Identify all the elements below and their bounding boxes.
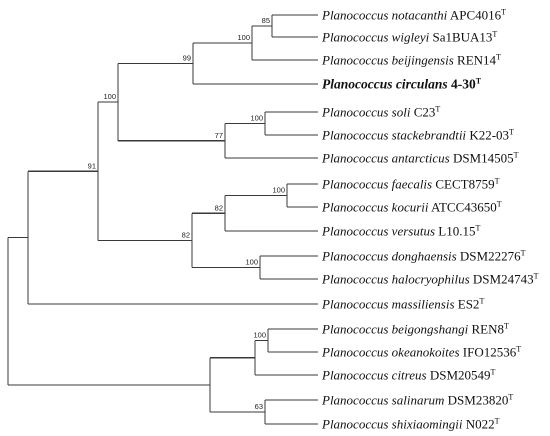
taxon-strain: DSM14505	[453, 151, 514, 166]
type-strain-mark: T	[475, 224, 480, 233]
taxon-species: Planococcus beigongshangi	[321, 322, 469, 337]
taxon-strain: APC4016	[450, 8, 502, 23]
type-strain-mark: T	[491, 368, 496, 377]
taxon-strain: Sa1BUA13	[432, 30, 492, 45]
taxon-strain: REN14	[457, 53, 497, 68]
taxon-species: Planococcus antarcticus	[321, 151, 450, 166]
support-value-n10: 82	[182, 230, 190, 239]
support-value-n8: 82	[215, 203, 223, 212]
taxon-strain: ES2	[458, 297, 480, 312]
type-strain-mark: T	[514, 151, 519, 160]
type-strain-mark: T	[476, 77, 482, 86]
taxon-species: Planococcus faecalis	[321, 177, 432, 192]
support-value-n7: 100	[272, 186, 285, 195]
taxon-strain: CECT8759	[435, 177, 494, 192]
type-strain-mark: T	[509, 128, 514, 137]
taxon-label-t7: Planococcus antarcticus DSM14505T	[321, 151, 519, 166]
support-values: 85 100 99 100 77 100 100 82 100 82 91 100 63	[88, 16, 285, 411]
taxon-label-t10: Planococcus versutus L10.15T	[321, 224, 480, 239]
type-strain-mark: T	[495, 177, 500, 186]
taxon-strain: 4-30	[451, 77, 476, 92]
taxon-strain: DSM24743	[473, 272, 534, 287]
type-strain-mark: T	[521, 249, 526, 258]
support-value-n4: 100	[250, 114, 263, 123]
taxon-strain: REN8	[471, 322, 504, 337]
taxon-species: Planococcus donghaensis	[321, 249, 457, 264]
taxon-species: Planococcus notacanthi	[321, 8, 448, 23]
type-strain-mark: T	[516, 345, 521, 354]
taxon-strain: L10.15	[438, 224, 475, 239]
taxon-strain: K22-03	[469, 128, 509, 143]
support-value-n5: 77	[215, 131, 223, 140]
support-value-n11: 91	[88, 161, 96, 170]
type-strain-mark: T	[504, 322, 509, 331]
taxon-species: Planococcus kocurii	[321, 200, 429, 215]
taxon-label-t2: Planococcus wigleyi Sa1BUA13T	[321, 30, 497, 45]
taxon-label-t11: Planococcus donghaensis DSM22276T	[321, 249, 526, 264]
taxon-label-t16: Planococcus citreus DSM20549T	[321, 368, 496, 383]
taxon-species: Planococcus circulans	[322, 77, 448, 92]
type-strain-mark: T	[508, 393, 513, 402]
taxon-label-t3: Planococcus beijingensis REN14T	[321, 53, 501, 68]
type-strain-mark: T	[497, 200, 502, 209]
type-strain-mark: T	[479, 297, 484, 306]
taxon-label-t12: Planococcus halocryophilus DSM24743T	[321, 272, 539, 287]
support-value-n9: 100	[245, 258, 258, 267]
taxon-label-t8: Planococcus faecalis CECT8759T	[321, 177, 500, 192]
taxon-strain: DSM22276	[460, 249, 521, 264]
taxon-species: Planococcus salinarum	[321, 393, 444, 408]
taxon-species: Planococcus stackebrandtii	[321, 128, 466, 143]
taxon-species: Planococcus halocryophilus	[321, 272, 470, 287]
taxon-species: Planococcus okeanokoites	[321, 345, 460, 360]
taxon-label-t14: Planococcus beigongshangi REN8T	[321, 322, 509, 337]
support-value-n2: 100	[237, 33, 250, 42]
taxon-label-t18: Planococcus shixiaomingii N022T	[321, 417, 500, 432]
taxon-label-t17: Planococcus salinarum DSM23820T	[321, 393, 513, 408]
support-value-n6: 100	[103, 92, 116, 101]
taxon-strain: ATCC43650	[431, 200, 497, 215]
taxon-species: Planococcus citreus	[321, 368, 427, 383]
taxon-species: Planococcus massiliensis	[321, 297, 455, 312]
support-value-n15: 63	[255, 402, 263, 411]
taxon-label-t9: Planococcus kocurii ATCC43650T	[321, 200, 502, 215]
taxon-species: Planococcus wigleyi	[321, 30, 430, 45]
taxon-species: Planococcus versutus	[321, 224, 435, 239]
taxon-label-t4: Planococcus circulans 4-30T	[322, 77, 482, 92]
taxon-label-t15: Planococcus okeanokoites IFO12536T	[321, 345, 521, 360]
taxon-strain: DSM23820	[448, 393, 509, 408]
type-strain-mark: T	[492, 30, 497, 39]
tree-branches	[7, 14, 318, 425]
taxon-species: Planococcus soli	[321, 105, 411, 120]
taxon-strain: C23	[414, 105, 436, 120]
taxon-species: Planococcus shixiaomingii	[321, 417, 463, 432]
support-value-n13: 100	[253, 331, 266, 340]
taxon-strain: DSM20549	[430, 368, 491, 383]
support-value-n3: 99	[183, 54, 191, 63]
taxon-strain: IFO12536	[463, 345, 517, 360]
taxon-label-t5: Planococcus soli C23T	[321, 105, 440, 120]
taxon-species: Planococcus beijingensis	[321, 53, 454, 68]
type-strain-mark: T	[495, 417, 500, 426]
type-strain-mark: T	[501, 8, 506, 17]
type-strain-mark: T	[496, 53, 501, 62]
support-value-n1: 85	[262, 16, 270, 25]
taxon-label-t1: Planococcus notacanthi APC4016T	[321, 8, 506, 23]
taxon-labels: Planococcus notacanthi APC4016TPlanococc…	[321, 8, 539, 432]
taxon-label-t13: Planococcus massiliensis ES2T	[321, 297, 484, 312]
taxon-label-t6: Planococcus stackebrandtii K22-03T	[321, 128, 514, 143]
type-strain-mark: T	[435, 105, 440, 114]
taxon-strain: N022	[466, 417, 495, 432]
type-strain-mark: T	[534, 272, 539, 281]
